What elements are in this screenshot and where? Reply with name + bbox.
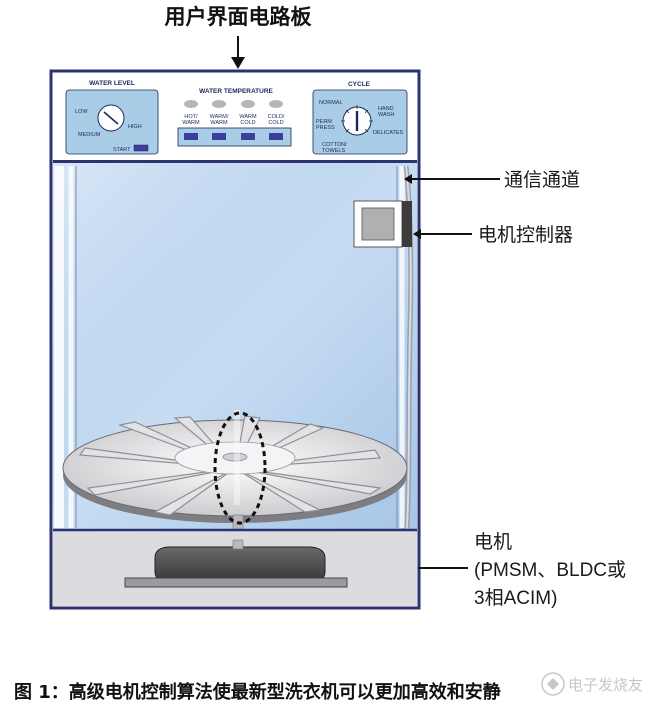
motor-controller-chip xyxy=(361,207,395,241)
temp-indicator-2 xyxy=(212,100,226,108)
temp-button-1[interactable] xyxy=(184,133,198,140)
cycle-delicates: DELICATES xyxy=(373,130,403,136)
panel-divider xyxy=(53,160,417,163)
cycle-perm-2: PRESS xyxy=(316,125,335,131)
agitator-shaft-top xyxy=(222,452,248,462)
temp-option-1-line1: HOT/ xyxy=(184,114,198,120)
water-temp-options: HOT/ WARM WARM/ WARM WARM COLD COLD/ COL… xyxy=(182,100,285,126)
temp-indicator-4 xyxy=(269,100,283,108)
motor-label-line1: 电机 xyxy=(474,531,512,553)
cycle-knob-ticks xyxy=(341,105,373,133)
temp-option-4-line2: COLD xyxy=(268,120,283,126)
watermark-logo-mark xyxy=(547,678,559,690)
ui-board-arrow-head xyxy=(231,57,245,69)
agitator xyxy=(62,415,408,523)
motor-controller-arrow xyxy=(413,229,421,239)
motor-mount-plate xyxy=(124,577,348,588)
start-button[interactable] xyxy=(133,144,149,152)
temp-button-2[interactable] xyxy=(212,133,226,140)
water-temp-title: WATER TEMPERATURE xyxy=(199,88,273,95)
temp-option-2-line2: WARM xyxy=(210,120,228,126)
comm-channel-label: 通信通道 xyxy=(504,169,580,191)
water-level-low: LOW xyxy=(75,109,88,115)
cycle-cotton-1: COTTON/ xyxy=(322,142,347,148)
start-label: START xyxy=(113,147,131,153)
watermark-logo-icon xyxy=(541,672,565,696)
motor-shaft-coupling xyxy=(232,539,244,550)
cycle-hand-1: HAND xyxy=(378,106,394,112)
motor-label-line3: 3相ACIM) xyxy=(474,587,557,609)
water-level-medium: MEDIUM xyxy=(78,132,101,138)
figure-caption: 图 1：高级电机控制算法使最新型洗衣机可以更加高效和安静 xyxy=(14,681,501,703)
cycle-hand-2: WASH xyxy=(378,112,394,118)
cycle-title: CYCLE xyxy=(348,81,371,88)
temp-button-3[interactable] xyxy=(241,133,255,140)
watermark-text: 电子发烧友 xyxy=(568,676,643,694)
temp-indicator-3 xyxy=(241,100,255,108)
cycle-perm-1: PERM xyxy=(316,119,332,125)
motor-body xyxy=(154,546,326,581)
comm-channel-arrow xyxy=(404,174,412,184)
coupling-highlight-ellipse xyxy=(213,411,267,525)
cycle-cotton-2: TOWELS xyxy=(322,148,345,154)
temp-indicator-1 xyxy=(184,100,198,108)
motor-controller-side xyxy=(402,201,412,247)
ui-board-label: 用户界面电路板 xyxy=(165,5,313,29)
temp-option-2-line1: WARM/ xyxy=(210,114,229,120)
temp-option-3-line1: WARM xyxy=(239,114,257,120)
cycle-normal: NORMAL xyxy=(319,100,343,106)
watermark: 电子发烧友 xyxy=(541,672,643,696)
temp-option-4-line1: COLD/ xyxy=(268,114,285,120)
temp-button-4[interactable] xyxy=(269,133,283,140)
tub-frame-left-edge xyxy=(54,166,64,528)
temp-option-1-line2: WARM xyxy=(182,120,200,126)
temp-option-3-line2: COLD xyxy=(240,120,255,126)
shaft-highlight xyxy=(234,410,240,505)
motor-controller-label: 电机控制器 xyxy=(478,224,573,246)
water-level-high: HIGH xyxy=(128,124,142,130)
temp-button-strip xyxy=(177,127,292,147)
water-level-knob-pointer xyxy=(103,111,119,125)
motor-label-line2: (PMSM、BLDC或 xyxy=(474,559,626,581)
water-level-title: WATER LEVEL xyxy=(89,80,135,87)
